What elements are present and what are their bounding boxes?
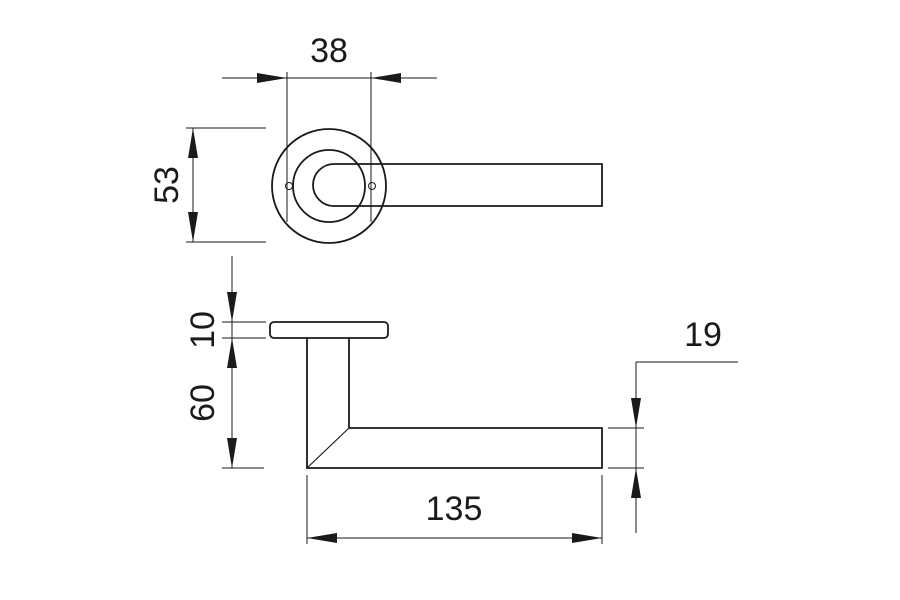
top-view — [271, 72, 603, 244]
lever-side-outline — [306, 338, 603, 469]
dimension-19-label: 19 — [684, 316, 722, 354]
screw-left-icon — [285, 182, 293, 190]
dimension-135-label: 135 — [426, 490, 483, 528]
lever-chamfer-line — [306, 427, 350, 469]
dimension-10-label: 10 — [184, 311, 222, 349]
screw-right-icon — [368, 182, 376, 190]
dimension-38-label: 38 — [310, 32, 348, 70]
rose-outer-circle — [271, 128, 387, 244]
dimension-lever-length: 135 — [306, 475, 603, 544]
lever-top-outline — [312, 163, 603, 207]
dimension-60-label: 60 — [184, 384, 222, 422]
dimension-rose-height: 53 — [148, 127, 266, 243]
rose-plate — [269, 321, 389, 339]
dimension-53-label: 53 — [148, 166, 186, 204]
dimension-rose-width: 38 — [222, 32, 437, 83]
rose-inner-ring — [292, 149, 366, 223]
dimension-rose-thickness-and-projection: 10 60 — [184, 256, 266, 469]
dimension-lever-thickness: 19 — [608, 316, 738, 533]
side-view — [269, 321, 603, 469]
